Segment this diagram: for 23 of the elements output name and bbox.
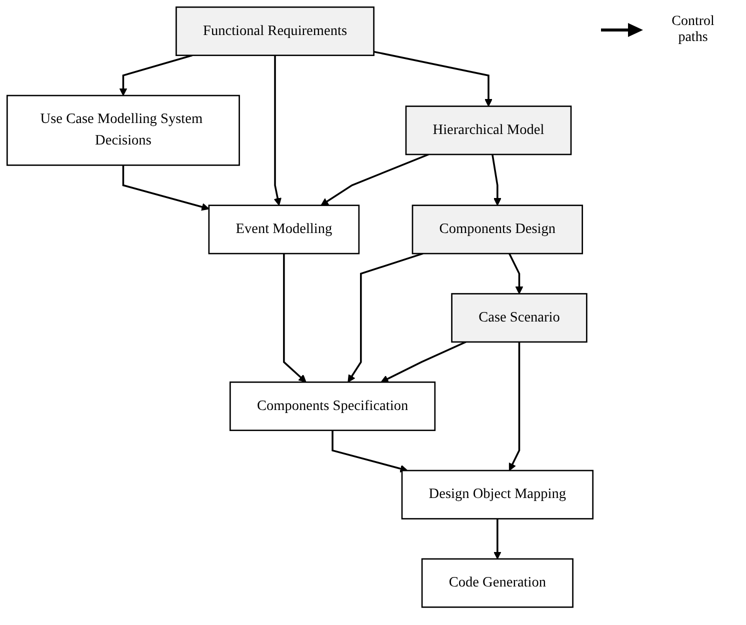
- node-box: Use Case Modelling System Decisions: [6, 94, 240, 166]
- node-box: Components Specification: [230, 381, 436, 432]
- arrow: [320, 154, 429, 206]
- node-box: Functional Requirements: [176, 6, 374, 56]
- arrow: [274, 55, 282, 206]
- arrow: [508, 253, 524, 294]
- arrow: [508, 342, 520, 471]
- arrow: [492, 154, 502, 206]
- arrow: [348, 252, 424, 382]
- arrow: [122, 165, 210, 211]
- legend-label: Control paths: [670, 14, 716, 46]
- arrow: [380, 341, 466, 383]
- node-box: Hierarchical Model: [405, 106, 572, 156]
- arrow: [332, 430, 408, 472]
- node-box: Components Design: [412, 204, 584, 254]
- arrow: [119, 54, 192, 96]
- node-box: Design Object Mapping: [401, 470, 594, 520]
- arrow: [494, 518, 502, 560]
- node-box: Code Generation: [421, 558, 574, 608]
- node-box: Event Modelling: [208, 204, 360, 254]
- node-box: Case Scenario: [451, 293, 588, 343]
- arrow: [374, 50, 492, 107]
- arrow: [283, 254, 306, 382]
